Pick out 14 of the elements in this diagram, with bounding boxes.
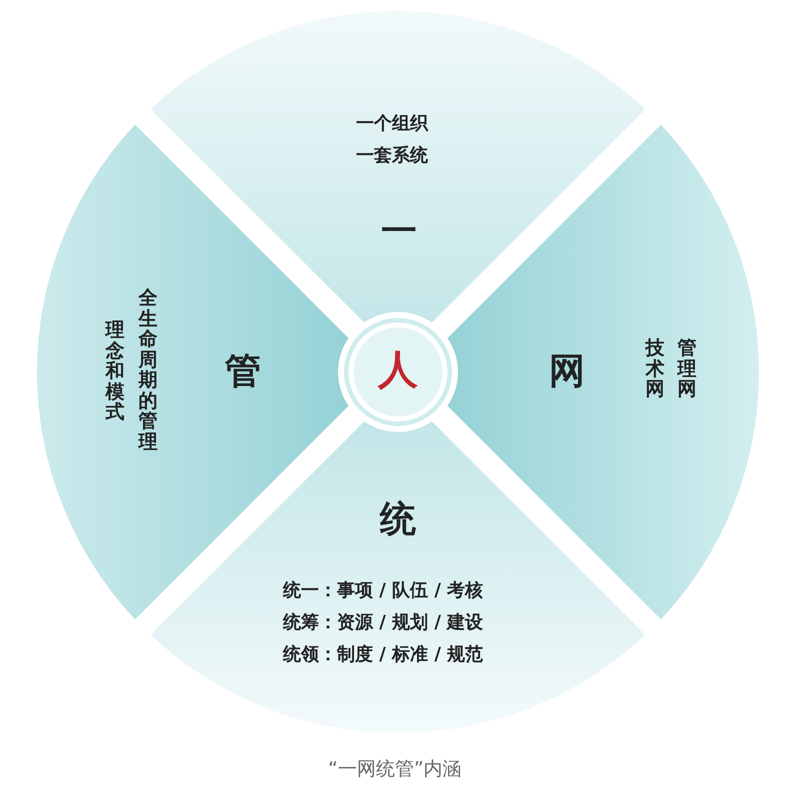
center-character: 人 — [378, 350, 418, 390]
sector-heading: 管 — [225, 354, 261, 390]
sector-text: 一个组织一套系统 — [356, 112, 430, 168]
sector-heading: 一 — [381, 214, 417, 250]
sector-text: 统筹：资源 / 规划 / 建设 — [283, 614, 484, 632]
sector-text: 统领：制度 / 标准 / 规范 — [283, 646, 484, 664]
vertical-text: 全生命周期的管理 — [138, 288, 158, 452]
caption: “一网统管”内涵 — [328, 760, 462, 779]
vertical-text: 理念和模式 — [105, 320, 125, 422]
sector-text: 统一：事项 / 队伍 / 考核 — [283, 582, 484, 600]
vertical-text: 技术网 — [645, 338, 665, 400]
sector-heading: 统 — [380, 502, 416, 538]
vertical-text: 管理网 — [677, 338, 697, 400]
sector-heading: 网 — [549, 354, 585, 390]
